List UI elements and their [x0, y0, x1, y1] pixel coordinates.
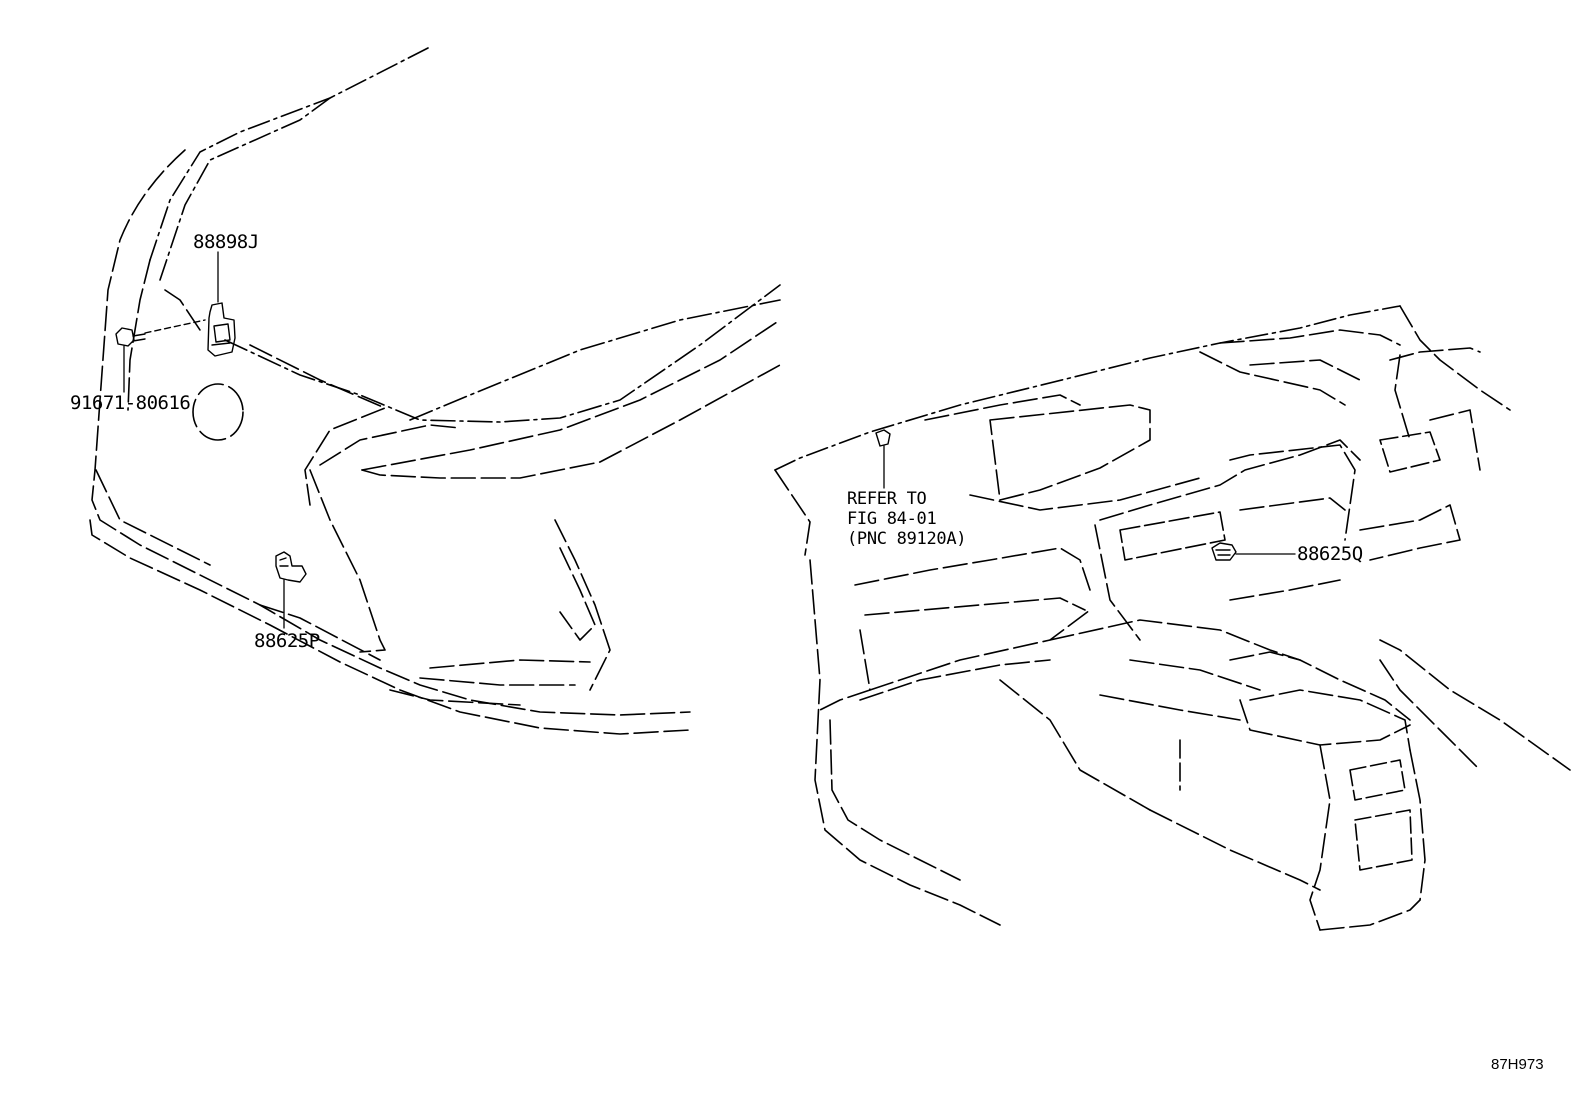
- reference-note-line3: (PNC 89120A): [847, 529, 967, 549]
- leader-lines-right: [883, 445, 1296, 555]
- instrument-panel-outline: [774, 305, 1571, 931]
- front-bumper-outline: [89, 47, 781, 735]
- sensor-88625Q-part: [1211, 542, 1237, 561]
- callout-88625Q: 88625Q: [1297, 543, 1363, 565]
- figure-id: 87H973: [1491, 1056, 1544, 1073]
- reference-note-line1: REFER TO: [847, 489, 927, 509]
- bolt-91671-80616-part: [115, 319, 206, 347]
- callout-91671-80616: 91671-80616: [70, 392, 191, 414]
- callout-88898J: 88898J: [193, 231, 259, 253]
- sensor-clip-89120A-part: [875, 429, 891, 447]
- sensor-88625P-part: [275, 551, 307, 583]
- callout-88625P: 88625P: [254, 630, 320, 652]
- reference-note-line2: FIG 84-01: [847, 509, 937, 529]
- reference-note: REFER TO FIG 84-01 (PNC 89120A): [847, 489, 967, 549]
- bracket-88898J-part: [207, 302, 236, 357]
- leader-lines-left: [123, 251, 285, 629]
